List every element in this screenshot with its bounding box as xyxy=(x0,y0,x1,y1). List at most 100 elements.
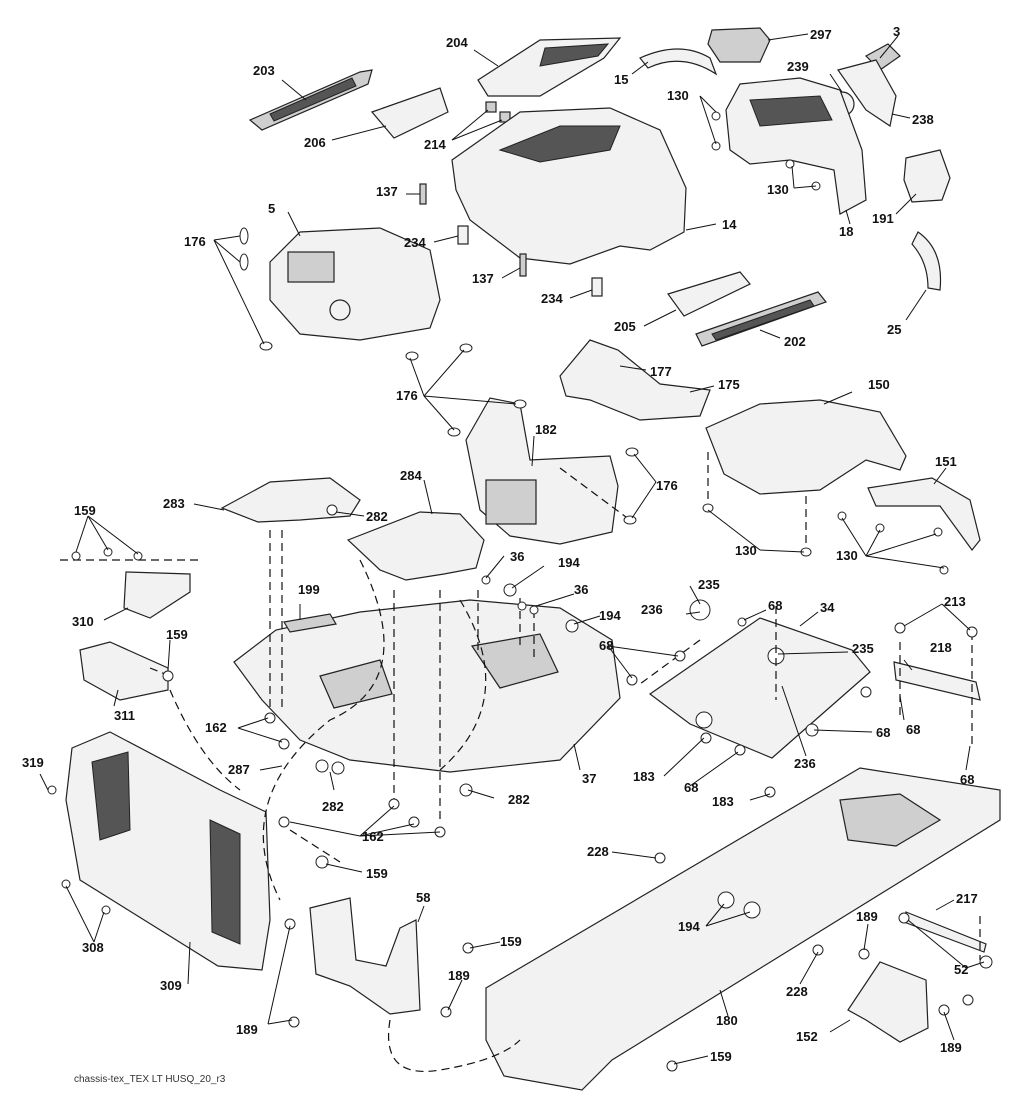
part-199 xyxy=(283,613,337,633)
callout-14: 14 xyxy=(722,217,737,232)
callout-236: 236 xyxy=(794,756,816,771)
callout-37: 37 xyxy=(582,771,596,786)
callout-159: 159 xyxy=(166,627,188,642)
callout-214: 214 xyxy=(424,137,446,152)
callout-130: 130 xyxy=(836,548,858,563)
part-310 xyxy=(123,571,191,619)
callout-176: 176 xyxy=(396,388,418,403)
callout-177: 177 xyxy=(650,364,672,379)
part-238 xyxy=(837,59,897,127)
callout-176: 176 xyxy=(184,234,206,249)
part-234a xyxy=(457,225,469,245)
callout-234: 234 xyxy=(541,291,563,306)
callout-159: 159 xyxy=(500,934,522,949)
callout-319: 319 xyxy=(22,755,44,770)
callout-284: 284 xyxy=(400,468,422,483)
part-283 xyxy=(220,477,361,523)
callout-130: 130 xyxy=(667,88,689,103)
part-218 xyxy=(893,661,981,701)
callout-3: 3 xyxy=(893,24,900,39)
callout-218: 218 xyxy=(930,640,952,655)
callout-282: 282 xyxy=(508,792,530,807)
callout-310: 310 xyxy=(72,614,94,629)
part-217 xyxy=(903,911,987,953)
part-205 xyxy=(667,271,751,317)
part-191 xyxy=(903,149,951,203)
part-214a xyxy=(485,101,497,113)
callout-183: 183 xyxy=(633,769,655,784)
part-202 xyxy=(695,291,827,347)
callout-137: 137 xyxy=(472,271,494,286)
callout-309: 309 xyxy=(160,978,182,993)
callout-199: 199 xyxy=(298,582,320,597)
assembly-lines xyxy=(60,452,981,1072)
callout-68: 68 xyxy=(768,598,782,613)
callout-189: 189 xyxy=(856,909,878,924)
part-58 xyxy=(309,897,421,1015)
callout-287: 287 xyxy=(228,762,250,777)
callout-labels: 203 204 297 3 15 239 130 238 206 214 130… xyxy=(22,24,978,1064)
callout-5: 5 xyxy=(268,201,275,216)
part-25 xyxy=(911,231,942,291)
callout-68: 68 xyxy=(906,722,920,737)
part-dash-right xyxy=(725,77,867,215)
part-311 xyxy=(79,641,169,701)
part-34 xyxy=(648,617,871,759)
callout-159: 159 xyxy=(74,503,96,518)
part-37 xyxy=(233,599,621,773)
part-175 xyxy=(559,339,711,421)
callout-234: 234 xyxy=(404,235,426,250)
callout-239: 239 xyxy=(787,59,809,74)
callout-68: 68 xyxy=(599,638,613,653)
leader-lines xyxy=(39,33,985,1065)
callout-36: 36 xyxy=(574,582,588,597)
callout-151: 151 xyxy=(935,454,957,469)
part-152 xyxy=(847,961,929,1043)
callout-189: 189 xyxy=(940,1040,962,1055)
callout-228: 228 xyxy=(786,984,808,999)
callout-308: 308 xyxy=(82,940,104,955)
callout-150: 150 xyxy=(868,377,890,392)
part-206 xyxy=(370,87,449,139)
callout-238: 238 xyxy=(912,112,934,127)
callout-152: 152 xyxy=(796,1029,818,1044)
part-297 xyxy=(707,27,771,63)
callout-183: 183 xyxy=(712,794,734,809)
callout-228: 228 xyxy=(587,844,609,859)
callout-52: 52 xyxy=(954,962,968,977)
callout-311: 311 xyxy=(114,708,135,723)
callout-137: 137 xyxy=(376,184,398,199)
callout-159: 159 xyxy=(366,866,388,881)
part-137a xyxy=(419,183,427,205)
part-182 xyxy=(465,397,619,545)
callout-204: 204 xyxy=(446,35,468,50)
part-284 xyxy=(346,511,485,581)
part-203 xyxy=(248,69,373,131)
part-151 xyxy=(867,477,981,551)
callout-189: 189 xyxy=(236,1022,258,1037)
part-234b xyxy=(591,277,603,297)
callout-206: 206 xyxy=(304,135,326,150)
callout-194: 194 xyxy=(599,608,621,623)
callout-130: 130 xyxy=(735,543,757,558)
callout-182: 182 xyxy=(535,422,557,437)
part-150 xyxy=(705,399,907,495)
callout-162: 162 xyxy=(205,720,227,735)
callout-202: 202 xyxy=(784,334,806,349)
callout-15: 15 xyxy=(614,72,628,87)
callout-130: 130 xyxy=(767,182,789,197)
drawing-caption: chassis-tex_TEX LT HUSQ_20_r3 xyxy=(74,1074,226,1085)
part-14 xyxy=(451,107,687,265)
callout-191: 191 xyxy=(872,211,894,226)
callout-194: 194 xyxy=(558,555,580,570)
callout-36: 36 xyxy=(510,549,524,564)
callout-189: 189 xyxy=(448,968,470,983)
callout-68: 68 xyxy=(876,725,890,740)
callout-282: 282 xyxy=(366,509,388,524)
part-15 xyxy=(639,48,718,76)
callout-283: 283 xyxy=(163,496,185,511)
part-204 xyxy=(477,37,622,97)
callout-297: 297 xyxy=(810,27,832,42)
callout-235: 235 xyxy=(698,577,720,592)
